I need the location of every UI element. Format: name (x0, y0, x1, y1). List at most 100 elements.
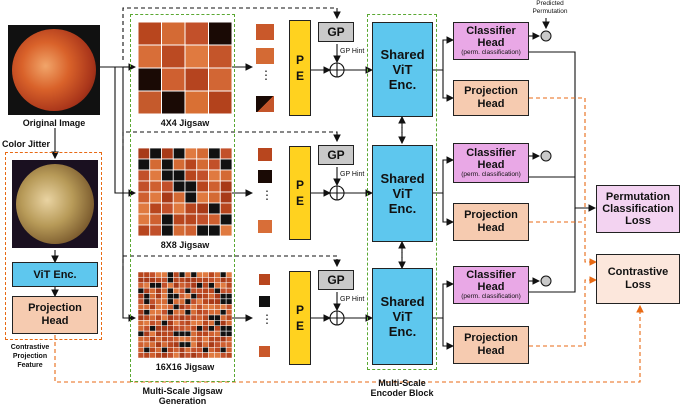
jigsaw-tile (143, 272, 151, 278)
jigsaw-tile (138, 304, 145, 310)
jigsaw-tile (202, 347, 209, 353)
jigsaw-tile (184, 158, 198, 171)
jigsaw-tile (184, 191, 198, 204)
pe-letter-e: E (295, 194, 304, 208)
shared-vit-encoder-2: Shared ViT Enc. (372, 145, 433, 242)
contrastive-feature-line2: Projection (12, 353, 48, 360)
jigsaw-tile (219, 191, 232, 204)
jigsaw-tile (214, 341, 221, 348)
jigsaw-tile (190, 325, 198, 332)
jigsaw-tile (196, 202, 209, 215)
jigsaw-tile (149, 287, 156, 294)
jigsaw-tile (161, 272, 168, 278)
jigsaw-tile (202, 293, 209, 300)
jigsaw-tile (225, 347, 232, 353)
jigsaw-tile (155, 330, 162, 337)
contrastive-feature-line3: Feature (17, 362, 43, 369)
pe-letter-p: P (295, 53, 304, 67)
projection-head-3: Projection Head (453, 326, 529, 364)
jigsaw-tile (184, 341, 192, 348)
jigsaw-tile (208, 336, 215, 343)
jigsaw-tile (173, 352, 180, 358)
jigsaw-8x8 (138, 148, 232, 236)
jigsaw-tile (214, 298, 221, 305)
jigsaw-tile (138, 282, 145, 289)
gp-label: GP (327, 148, 345, 162)
jigsaw-tile (220, 325, 227, 332)
jigsaw-tile (225, 309, 232, 316)
classifier-head-1: Classifier Head (perm. classification) (453, 22, 529, 60)
jigsaw-tile (155, 304, 162, 310)
shared-vit-line3: Enc. (388, 324, 417, 339)
jigsaw-tile (196, 213, 209, 226)
patch-thumb (256, 48, 274, 64)
jigsaw-tile (184, 180, 198, 193)
jigsaw-tile (184, 287, 192, 294)
jigsaw-tile (173, 347, 180, 353)
jigsaw-tile (208, 293, 215, 300)
jigsaw-tile (149, 304, 156, 310)
jigsaw-tile (138, 224, 151, 236)
jigsaw-16x16-label: 16X16 Jigsaw (155, 362, 215, 372)
jigsaw-tile (190, 336, 198, 343)
jigsaw-tile (196, 330, 203, 337)
perm-loss-line3: Loss (625, 215, 651, 227)
projection-head-2: Projection Head (453, 203, 529, 241)
contrastive-feature-label: Contrastive Projection Feature (2, 343, 58, 370)
classifier-sub: (perm. classification) (461, 171, 521, 178)
jigsaw-tile (149, 224, 162, 236)
jigsaw-tile (184, 148, 198, 160)
gp-hint-label: GP Hint (340, 296, 365, 303)
patch-stack-16x16: ⋮ (259, 274, 273, 360)
jigsaw-tile (138, 352, 145, 358)
jigsaw-tile (173, 314, 180, 321)
jigsaw-tile (202, 336, 209, 343)
jigsaw-tile (220, 341, 227, 348)
left-projection-head: Projection Head (12, 296, 98, 334)
jigsaw-tile (149, 336, 156, 343)
shared-vit-line1: Shared (380, 294, 425, 309)
jigsaw-tile (161, 330, 168, 337)
pe-letter-p: P (295, 303, 304, 317)
jigsaw-tile (219, 180, 232, 193)
jigsaw-tile (138, 191, 151, 204)
jigsaw-tile (220, 272, 227, 278)
encoder-block-label: Multi-Scale Encoder Block (360, 378, 444, 398)
jigsaw-tile (190, 287, 198, 294)
jigsaw-tile (149, 158, 162, 171)
jigsaw-tile (161, 180, 174, 193)
jigsaw-tile (161, 213, 174, 226)
jigsaw-tile (155, 272, 162, 278)
jigsaw-tile (208, 304, 215, 310)
jigsaw-tile (161, 293, 168, 300)
pe-block-16x16: P E (289, 271, 311, 365)
jigsaw-tile (143, 314, 151, 321)
jigsaw-tile (225, 304, 232, 310)
jigsaw-tile (138, 169, 151, 182)
jigsaw-tile (143, 320, 151, 327)
jigsaw-tile (167, 282, 174, 289)
jigsaw-tile (173, 287, 180, 294)
jigsaw-tile (208, 180, 221, 193)
jigsaw-tile (138, 277, 145, 284)
jigsaw-tile (196, 341, 203, 348)
shared-vit-line1: Shared (380, 171, 425, 186)
jigsaw-tile (214, 347, 221, 353)
jigsaw-tile (172, 158, 186, 171)
jigsaw-tile (149, 330, 156, 337)
patch-thumb (258, 170, 272, 183)
jigsaw-tile (208, 347, 215, 353)
jigsaw-tile (196, 320, 203, 327)
jigsaw-tile (173, 277, 180, 284)
jigsaw-tile (208, 282, 215, 289)
jigsaw-tile (184, 336, 192, 343)
jigsaw-tile (184, 347, 192, 353)
jigsaw-tile (220, 352, 227, 358)
jigsaw-tile (155, 287, 162, 294)
jigsaw-tile (184, 169, 198, 182)
jigsaw-tile (220, 287, 227, 294)
jigsaw-group-line2: Generation (158, 396, 207, 406)
jigsaw-tile (208, 287, 215, 294)
projection-line2: Head (477, 98, 505, 110)
jigsaw-tile (155, 325, 162, 332)
